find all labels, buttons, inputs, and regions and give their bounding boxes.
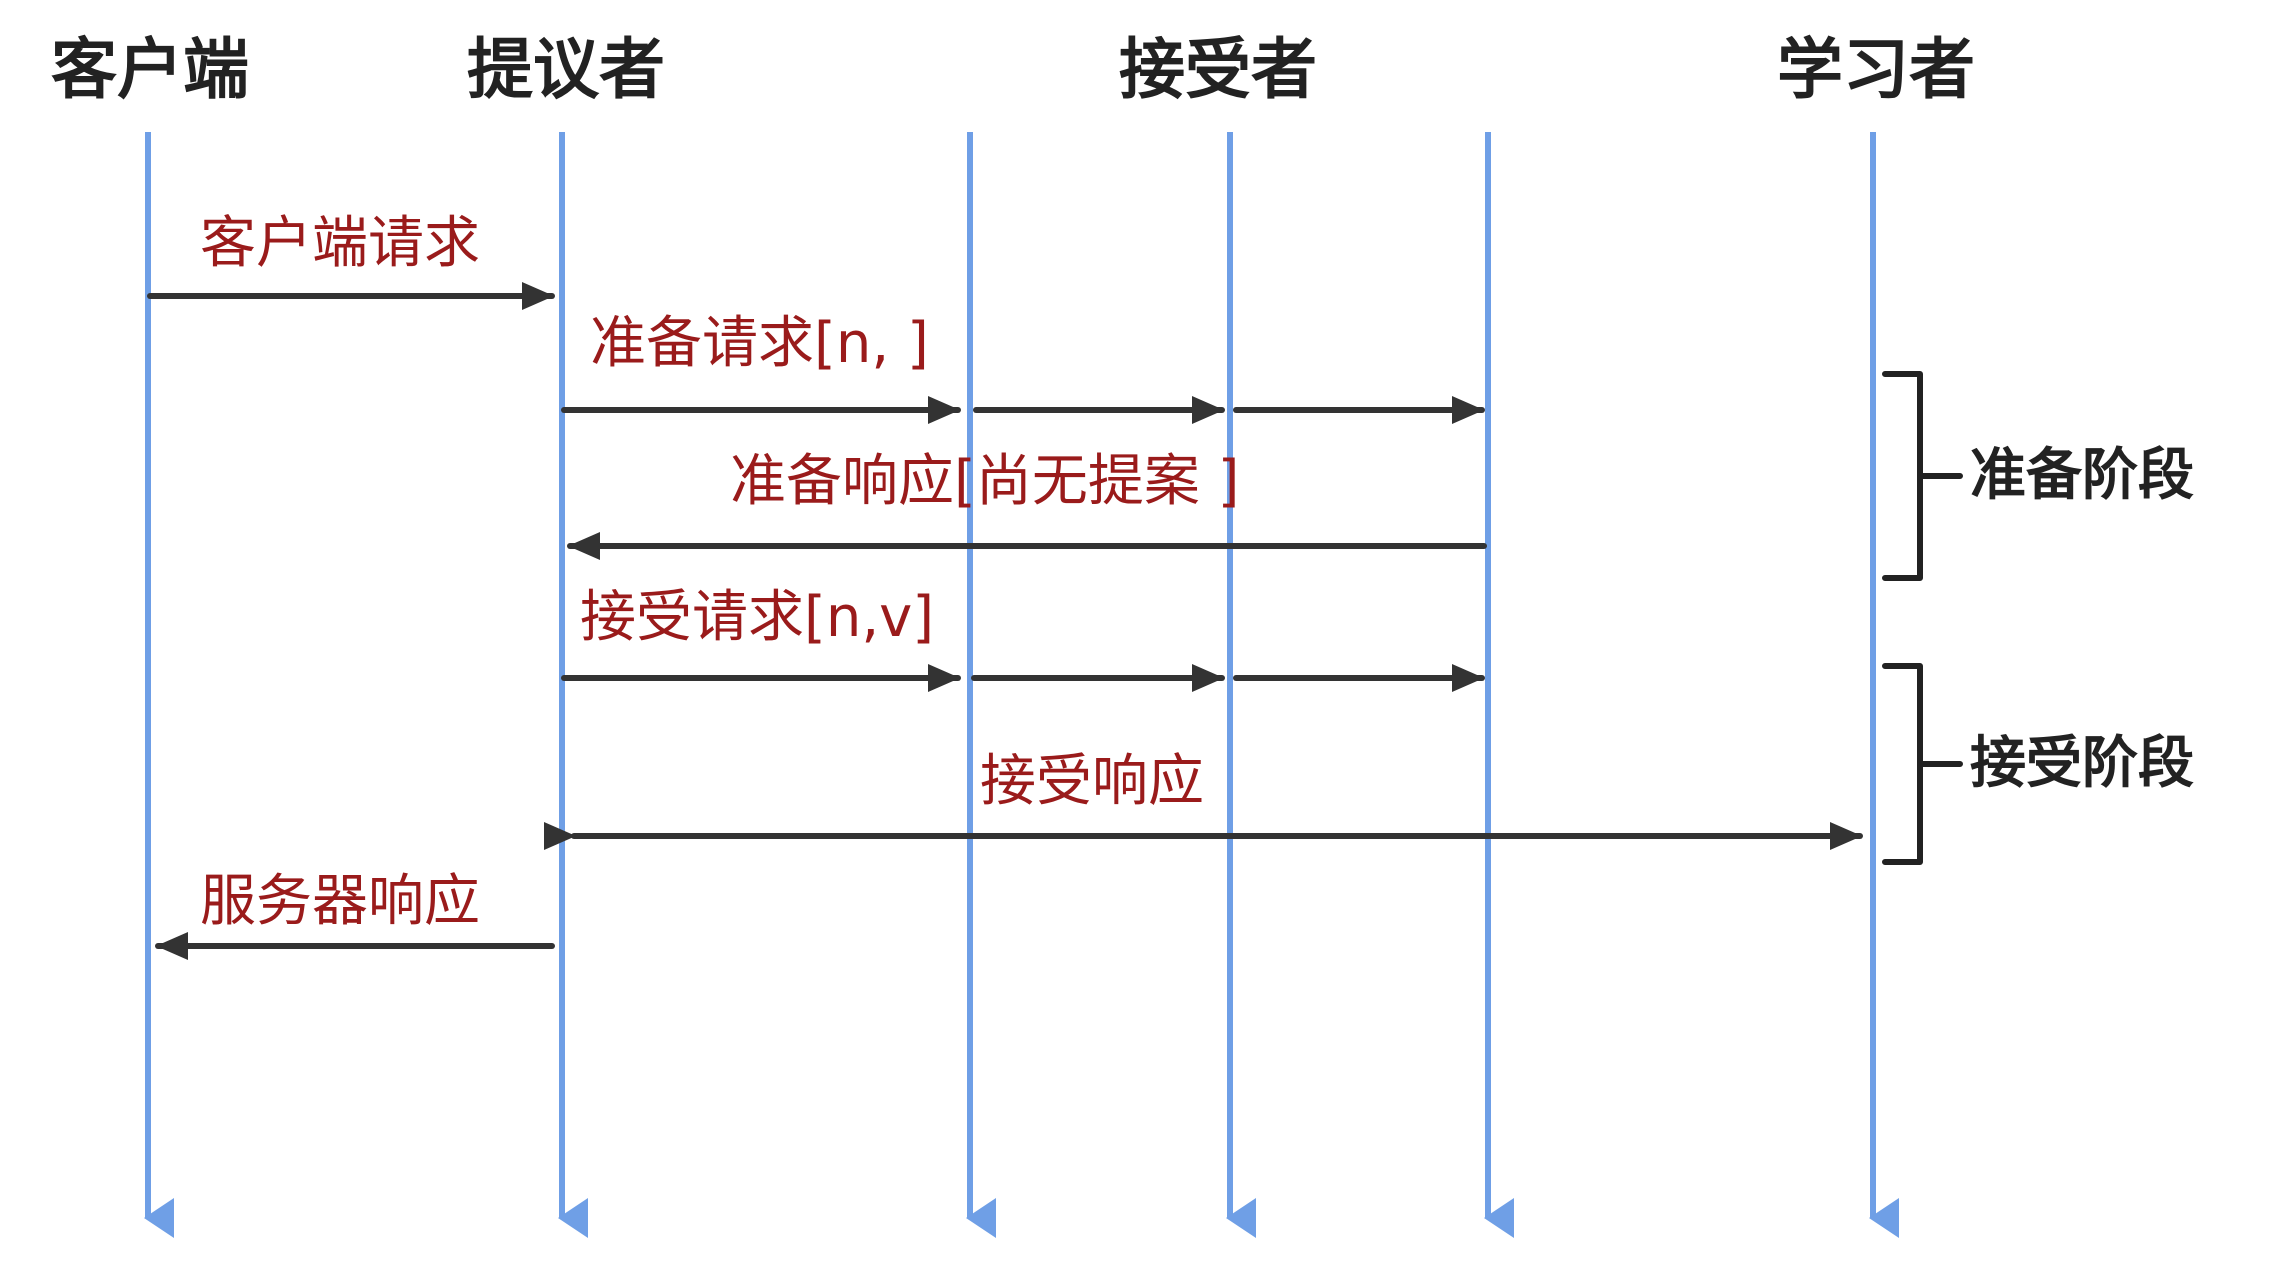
actor-learner-label: 学习者 xyxy=(1777,31,1975,108)
actor-acceptor-label: 接受者 xyxy=(1119,31,1317,108)
phase-accept-label: 接受阶段 xyxy=(1970,731,2194,796)
phase-prepare-label: 准备阶段 xyxy=(1970,443,2194,508)
msg-accept-request-label: 接受请求[n,v] xyxy=(580,585,934,650)
brace-accept-phase xyxy=(1882,663,1963,865)
actor-client-label: 客户端 xyxy=(51,31,249,108)
msg-accept-response-label: 接受响应 xyxy=(980,749,1204,814)
msg-prepare-request-label: 准备请求[n, ] xyxy=(590,311,929,376)
lifelines xyxy=(144,132,1899,1238)
msg-prepare-response-label: 准备响应[尚无提案 ] xyxy=(730,449,1240,514)
msg-client-request-label: 客户端请求 xyxy=(200,211,480,276)
brace-prepare-phase xyxy=(1882,371,1963,581)
msg-server-response-label: 服务器响应 xyxy=(200,869,480,934)
actor-proposer-label: 提议者 xyxy=(467,31,665,108)
